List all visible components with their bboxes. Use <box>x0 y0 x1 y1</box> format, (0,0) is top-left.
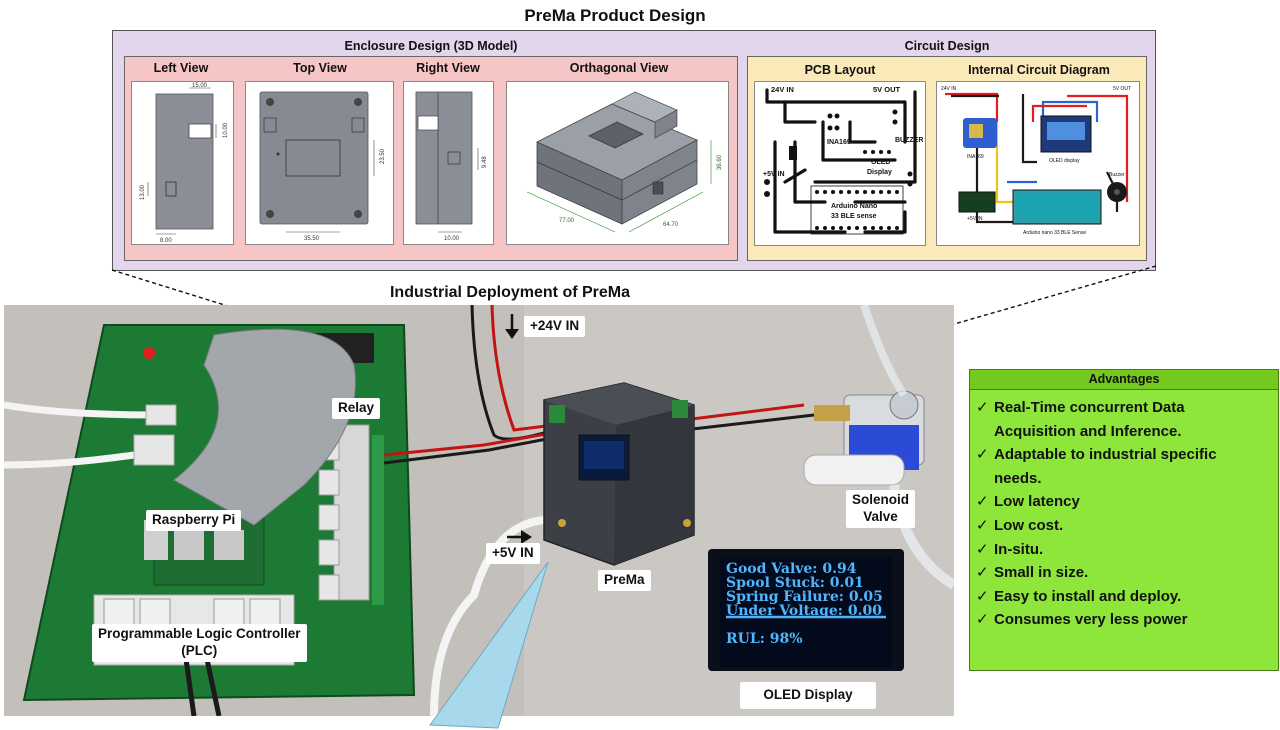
dim-left-10: 10.00 <box>223 122 229 138</box>
advantage-item: ✓ Consumes very less power <box>974 608 1272 632</box>
oled-screen-text: Good Valve: 0.94 Spool Stuck: 0.01 Sprin… <box>726 562 883 646</box>
advantage-text: Real-Time concurrent Data Acquisition an… <box>994 399 1185 440</box>
arrow-right-icon <box>507 530 532 544</box>
label-raspberry-pi: Raspberry Pi <box>146 510 242 531</box>
label-plc: Programmable Logic Controller (PLC) <box>92 624 307 662</box>
pcb-ina-label: INA169 <box>827 139 851 146</box>
pcb-5vout-label: 5V OUT <box>873 85 901 94</box>
product-design-panel: Enclosure Design (3D Model) Left View 15… <box>112 30 1156 271</box>
prema-enclosure <box>543 382 695 566</box>
advantage-item: ✓ Adaptable to industrial specific needs. <box>974 443 1272 490</box>
int-24v-label: 24V IN <box>941 86 957 92</box>
advantage-text: Easy to install and deploy. <box>994 587 1182 605</box>
pcb-layout-drawing: 24V IN 5V OUT INA169 OLED Display BUZZER… <box>763 85 923 235</box>
svg-text:33 BLE sense: 33 BLE sense <box>831 213 877 220</box>
main-title: PreMa Product Design <box>524 6 706 25</box>
advantage-item: ✓ Low cost. <box>974 514 1272 538</box>
int-5vout-label: 5V OUT <box>1113 86 1131 92</box>
internal-circuit-drawing: 24V IN 5V OUT INA169 OLED display Buzzer… <box>941 86 1131 236</box>
advantage-text: Low cost. <box>994 516 1064 534</box>
left-view-label: Left View <box>153 61 209 75</box>
advantages-list: ✓ Real-Time concurrent Data Acquisition a… <box>970 390 1278 632</box>
dim-left-15: 15.00 <box>192 83 208 89</box>
label-24v-in: +24V IN <box>524 316 586 337</box>
internal-circuit: 24V IN 5V OUT INA169 OLED display Buzzer… <box>936 81 1140 246</box>
check-icon: ✓ <box>976 446 989 464</box>
dim-top-35: 35.50 <box>304 236 320 242</box>
pcb-24v-label: 24V IN <box>771 85 794 94</box>
right-view-label: Right View <box>416 61 480 75</box>
check-icon: ✓ <box>976 399 989 416</box>
advantage-text: Adaptable to industrial specific needs. <box>994 446 1217 487</box>
check-icon: ✓ <box>976 587 989 605</box>
int-oled-label: OLED display <box>1049 158 1080 164</box>
oled-line-spring-failure: Spring Failure: 0.05 <box>726 589 883 605</box>
label-prema: PreMa <box>598 570 651 591</box>
advantage-item: ✓ In-situ. <box>974 538 1272 562</box>
top-view-label: Top View <box>293 61 347 75</box>
oled-line-good-valve: Good Valve: 0.94 <box>726 561 857 577</box>
advantage-item: ✓ Real-Time concurrent Data Acquisition a… <box>974 396 1272 443</box>
advantages-title: Advantages <box>970 370 1278 390</box>
dim-orth-77: 77.00 <box>559 218 575 224</box>
check-icon: ✓ <box>976 611 989 629</box>
orth-view-drawing: 77.00 64.70 36.60 <box>526 91 723 233</box>
advantage-text: In-situ. <box>994 540 1044 558</box>
dim-top-23: 23.50 <box>380 148 386 164</box>
check-icon: ✓ <box>976 564 989 582</box>
label-oled-display: OLED Display <box>740 682 876 709</box>
dim-orth-64: 64.70 <box>663 222 679 228</box>
zoom-wedge <box>429 561 549 729</box>
pcb-layout: 24V IN 5V OUT INA169 OLED Display BUZZER… <box>754 81 926 246</box>
pcb-buzzer-label: BUZZER <box>895 137 923 144</box>
dim-left-8: 8.00 <box>160 238 172 244</box>
int-nano-label: Arduino nano 33 BLE Sense <box>1023 230 1086 236</box>
advantage-text: Low latency <box>994 493 1080 511</box>
advantage-item: ✓ Easy to install and deploy. <box>974 585 1272 609</box>
advantages-panel: Advantages ✓ Real-Time concurrent Data Ac… <box>969 369 1279 671</box>
check-icon: ✓ <box>976 493 989 511</box>
orth-view-label: Orthagonal View <box>569 61 669 75</box>
svg-text:Display: Display <box>867 169 892 176</box>
svg-text:Arduino Nano: Arduino Nano <box>831 203 877 210</box>
svg-text:OLED: OLED <box>871 159 890 166</box>
dim-right-10: 10.00 <box>444 236 460 242</box>
oled-line-rul: RUL: 98% <box>726 631 803 647</box>
circuit-title: Circuit Design <box>904 39 990 53</box>
int-5vin-label: +5V IN <box>967 216 983 222</box>
oled-line-under-voltage: Under Voltage: 0.00 <box>726 603 882 619</box>
arrow-down-icon <box>505 314 519 339</box>
left-view: 15.00 10.00 13.00 8.00 <box>131 81 234 245</box>
solenoid-valve <box>803 305 954 590</box>
enclosure-panel: Left View 15.00 10.00 13.00 8.00 Top Vie… <box>124 56 738 261</box>
oled-zoom-panel <box>708 549 904 671</box>
advantage-text: Consumes very less power <box>994 611 1188 629</box>
left-view-drawing: 15.00 10.00 13.00 8.00 <box>140 83 229 244</box>
top-view: 35.50 23.50 <box>245 81 394 245</box>
advantage-text: Small in size. <box>994 564 1089 582</box>
int-ina-label: INA169 <box>967 154 984 160</box>
advantage-item: ✓ Small in size. <box>974 561 1272 585</box>
dim-right-9: 9.48 <box>482 156 488 168</box>
pcb-layout-label: PCB Layout <box>804 63 876 77</box>
advantage-item: ✓ Low latency <box>974 490 1272 514</box>
label-solenoid-valve: Solenoid Valve <box>846 490 915 528</box>
enclosure-title: Enclosure Design (3D Model) <box>344 39 518 53</box>
right-view-drawing: 9.48 10.00 <box>415 91 488 242</box>
internal-circuit-label: Internal Circuit Diagram <box>968 63 1110 77</box>
right-view: 9.48 10.00 <box>403 81 494 245</box>
circuit-panel: PCB Layout <box>747 56 1147 261</box>
dim-left-13: 13.00 <box>140 184 146 200</box>
dim-orth-36: 36.60 <box>717 154 723 170</box>
int-buzzer-label: Buzzer <box>1109 172 1125 178</box>
pcb-5vin-label: +5V IN <box>763 171 785 178</box>
deployment-title: Industrial Deployment of PreMa <box>389 284 631 301</box>
oled-line-spool-stuck: Spool Stuck: 0.01 <box>726 575 864 591</box>
check-icon: ✓ <box>976 540 989 558</box>
top-view-drawing: 35.50 23.50 <box>259 91 386 242</box>
check-icon: ✓ <box>976 516 989 534</box>
label-relay: Relay <box>332 398 381 419</box>
orth-view: 77.00 64.70 36.60 <box>506 81 729 245</box>
label-5v-in: +5V IN <box>486 543 540 564</box>
